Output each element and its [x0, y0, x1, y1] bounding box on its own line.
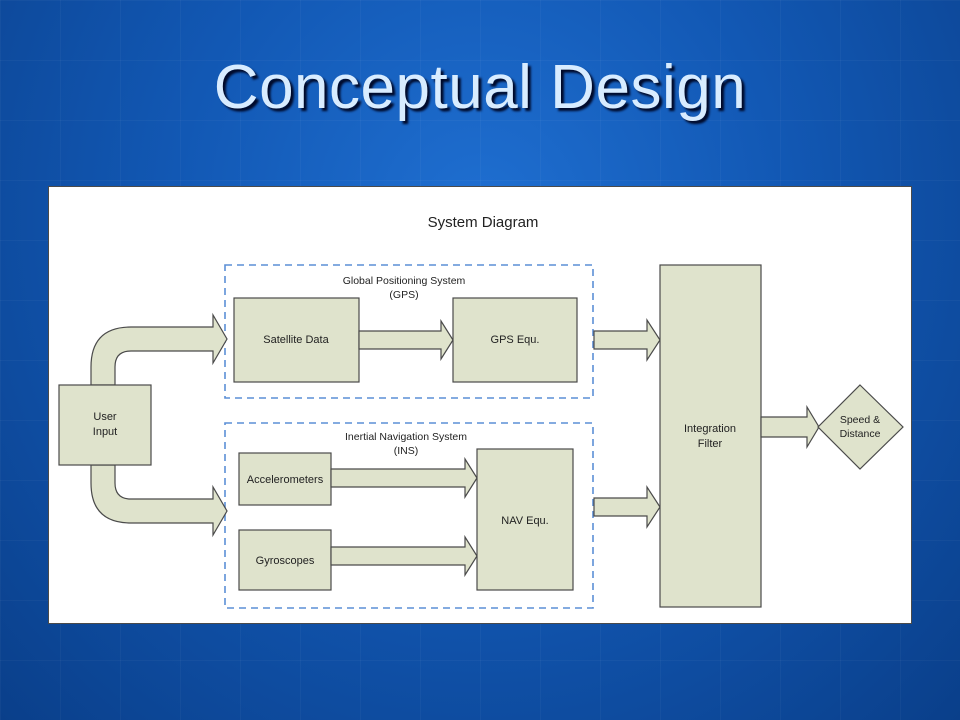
slide-title: Conceptual Design — [213, 53, 747, 122]
gps-group-label-line1: Global Positioning System — [343, 275, 466, 287]
integration-filter-box — [659, 264, 762, 608]
gyroscopes-label: Gyroscopes — [256, 555, 315, 567]
user-to-gps-arrow — [90, 312, 228, 386]
satellite-data-box — [233, 297, 360, 383]
satellite-data-label: Satellite Data — [263, 334, 329, 346]
nav-equ-box — [476, 448, 574, 591]
accelerometers-label: Accelerometers — [247, 474, 324, 486]
ins-group-label-line2: (INS) — [394, 445, 419, 457]
integration-filter-label-line2: Filter — [698, 438, 723, 450]
gps-equ-box — [452, 297, 578, 383]
user-to-ins-arrow — [90, 464, 228, 538]
system-diagram-panel: .box { fill:#dfe3cc; stroke:#4a4a4a; str… — [48, 186, 912, 624]
gps-group-border — [224, 264, 594, 399]
integration-filter-label-line1: Integration — [684, 423, 736, 435]
system-diagram: .box { fill:#dfe3cc; stroke:#4a4a4a; str… — [58, 214, 904, 609]
user-input-box — [58, 384, 152, 466]
integration-to-output-arrow — [760, 404, 820, 450]
speed-distance-label-line2: Distance — [840, 428, 881, 440]
gyroscopes-to-nav-arrow — [330, 534, 478, 578]
ins-to-integration-arrow — [593, 484, 661, 530]
user-input-label-line1: User — [93, 411, 117, 423]
speed-distance-diamond — [817, 384, 904, 470]
gps-to-integration-arrow — [593, 317, 661, 363]
nav-equ-label: NAV Equ. — [501, 515, 549, 527]
accelerometers-to-nav-arrow — [330, 456, 478, 500]
satellite-to-gps-arrow — [358, 318, 454, 362]
user-input-label-line2: Input — [93, 426, 117, 438]
speed-distance-label-line1: Speed & — [840, 414, 880, 426]
gps-group-label-line2: (GPS) — [389, 289, 418, 301]
diagram-title: System Diagram — [428, 214, 539, 231]
ins-group-label-line1: Inertial Navigation System — [345, 431, 467, 443]
gps-equ-label: GPS Equ. — [491, 334, 540, 346]
